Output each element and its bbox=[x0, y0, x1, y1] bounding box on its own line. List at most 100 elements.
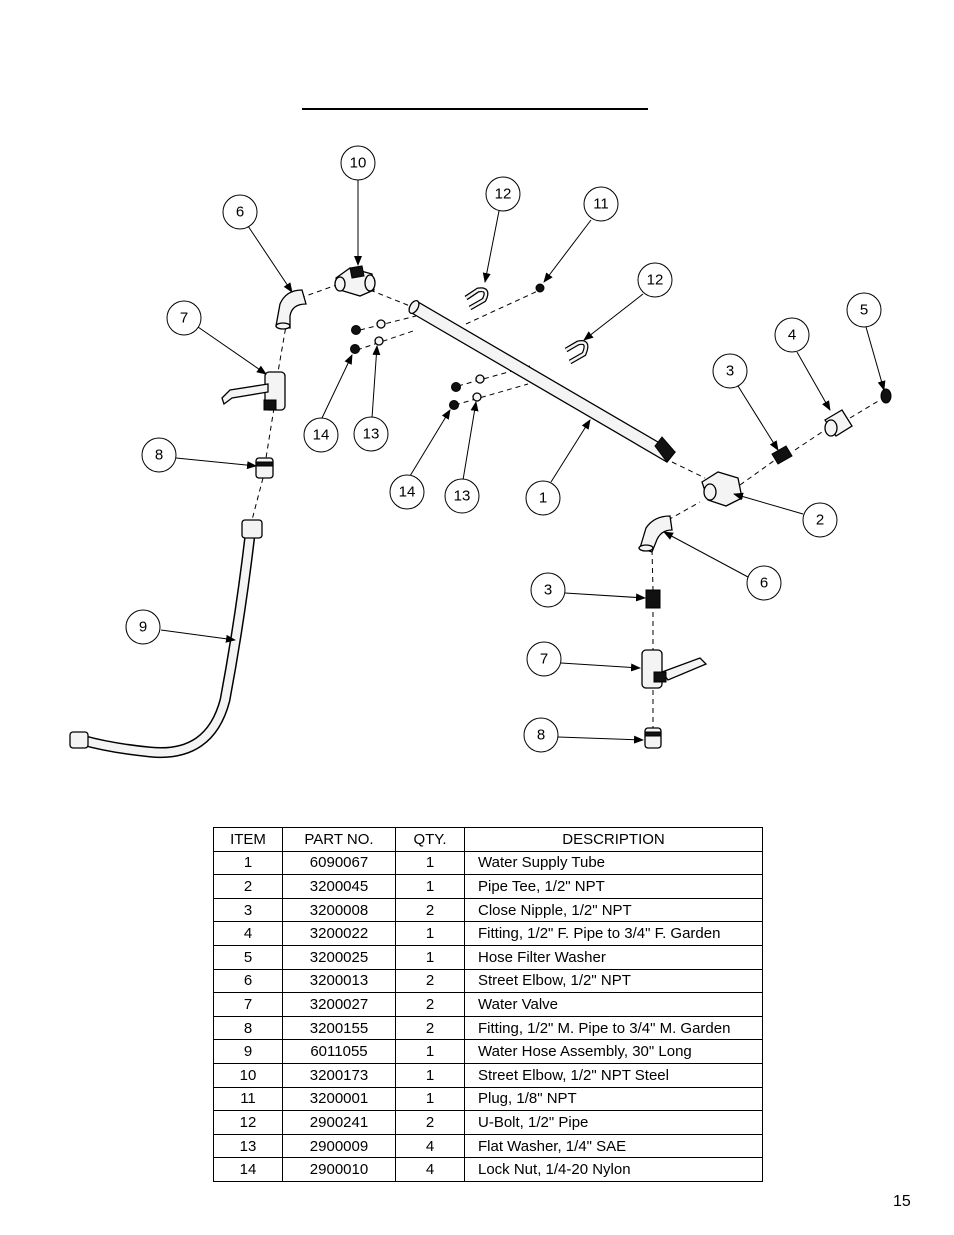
cell-description: Fitting, 1/2" F. Pipe to 3/4" F. Garden bbox=[464, 921, 763, 946]
close-nipple-lower-part bbox=[645, 589, 661, 609]
garden-fitting-lower-part bbox=[644, 727, 662, 749]
cell-part-no: 6011055 bbox=[282, 1039, 396, 1064]
u-bolt-parts bbox=[464, 287, 589, 365]
callout-7-lower: 7 bbox=[526, 641, 562, 677]
cell-item: 4 bbox=[213, 921, 283, 946]
cell-qty: 2 bbox=[395, 1110, 465, 1135]
callout-2: 2 bbox=[802, 502, 838, 538]
callout-3-lower-label: 3 bbox=[544, 582, 552, 599]
callout-8-top-label: 8 bbox=[155, 447, 163, 464]
callout-5: 5 bbox=[846, 292, 882, 328]
callout-7-top-label: 7 bbox=[180, 310, 188, 327]
cell-part-no: 3200045 bbox=[282, 874, 396, 899]
cell-part-no: 3200001 bbox=[282, 1086, 396, 1112]
cell-item: 14 bbox=[213, 1157, 283, 1182]
cell-qty: 1 bbox=[395, 921, 465, 946]
cell-item: 10 bbox=[213, 1062, 283, 1088]
callout-14-top-label: 14 bbox=[313, 427, 330, 444]
page-number: 15 bbox=[893, 1193, 911, 1210]
cell-description: Street Elbow, 1/2" NPT bbox=[464, 968, 763, 994]
cell-description: Close Nipple, 1/2" NPT bbox=[464, 897, 763, 923]
cell-qty: 1 bbox=[395, 1086, 465, 1112]
cell-description: U-Bolt, 1/2" Pipe bbox=[464, 1110, 763, 1135]
garden-fitting-top-part bbox=[255, 457, 274, 479]
cell-qty: 1 bbox=[395, 944, 465, 970]
callout-11-label: 11 bbox=[593, 196, 609, 213]
header-item: ITEM bbox=[213, 827, 283, 852]
cell-item: 6 bbox=[213, 968, 283, 994]
cell-description: Lock Nut, 1/4-20 Nylon bbox=[464, 1157, 763, 1182]
callout-14-top: 14 bbox=[303, 417, 339, 453]
header-qty: QTY. bbox=[395, 827, 465, 852]
callout-4-label: 4 bbox=[788, 327, 796, 344]
cell-part-no: 3200027 bbox=[282, 992, 396, 1017]
callout-6-top: 6 bbox=[222, 194, 258, 230]
callout-12-right-label: 12 bbox=[647, 272, 664, 289]
table-header-row: ITEM PART NO. QTY. DESCRIPTION bbox=[213, 827, 763, 852]
cell-qty: 2 bbox=[395, 992, 465, 1017]
cell-description: Flat Washer, 1/4" SAE bbox=[464, 1133, 763, 1159]
exploded-parts-diagram: 10 6 12 11 12 5 7 4 3 14 13 8 14 13 1 2 … bbox=[69, 145, 892, 759]
cell-qty: 4 bbox=[395, 1157, 465, 1182]
cell-qty: 1 bbox=[395, 874, 465, 899]
cell-part-no: 3200173 bbox=[282, 1062, 396, 1088]
callout-13-top-label: 13 bbox=[363, 426, 380, 443]
callout-1-label: 1 bbox=[539, 490, 547, 507]
pipe-tee-part bbox=[701, 471, 743, 507]
street-elbow-right-part bbox=[638, 515, 673, 553]
callout-5-label: 5 bbox=[860, 302, 868, 319]
cell-qty: 1 bbox=[395, 850, 465, 876]
callout-7-lower-label: 7 bbox=[540, 651, 548, 668]
callout-1: 1 bbox=[525, 480, 561, 516]
cell-item: 9 bbox=[213, 1039, 283, 1064]
street-elbow-top-part bbox=[275, 289, 307, 330]
cell-qty: 4 bbox=[395, 1133, 465, 1159]
callout-4: 4 bbox=[774, 317, 810, 353]
cell-item: 3 bbox=[213, 897, 283, 923]
cell-qty: 2 bbox=[395, 968, 465, 994]
callout-6-right: 6 bbox=[746, 565, 782, 601]
callout-13-lower-label: 13 bbox=[454, 488, 471, 505]
washers-and-nuts bbox=[350, 319, 485, 410]
water-hose-part bbox=[69, 519, 263, 759]
cell-part-no: 3200025 bbox=[282, 944, 396, 970]
cell-description: Hose Filter Washer bbox=[464, 944, 763, 970]
cell-item: 13 bbox=[213, 1133, 283, 1159]
cell-qty: 2 bbox=[395, 1015, 465, 1041]
cell-item: 5 bbox=[213, 944, 283, 970]
callout-12-top-label: 12 bbox=[495, 186, 512, 203]
cell-qty: 1 bbox=[395, 1039, 465, 1064]
cell-part-no: 3200022 bbox=[282, 921, 396, 946]
cell-part-no: 6090067 bbox=[282, 850, 396, 876]
title-underline bbox=[302, 108, 648, 110]
cell-description: Pipe Tee, 1/2" NPT bbox=[464, 874, 763, 899]
callout-10: 10 bbox=[340, 145, 376, 181]
callout-14-lower: 14 bbox=[389, 474, 425, 510]
callout-6-top-label: 6 bbox=[236, 204, 244, 221]
cell-description: Water Valve bbox=[464, 992, 763, 1017]
callout-6-right-label: 6 bbox=[760, 575, 768, 592]
cell-part-no: 2900009 bbox=[282, 1133, 396, 1159]
cell-item: 7 bbox=[213, 992, 283, 1017]
cell-part-no: 3200008 bbox=[282, 897, 396, 923]
cell-description: Plug, 1/8" NPT bbox=[464, 1086, 763, 1112]
callout-12-right: 12 bbox=[637, 262, 673, 298]
cell-description: Street Elbow, 1/2" NPT Steel bbox=[464, 1062, 763, 1088]
cell-part-no: 2900241 bbox=[282, 1110, 396, 1135]
street-elbow-steel-part bbox=[334, 265, 376, 297]
close-nipple-right-part bbox=[771, 445, 793, 465]
callout-3-right: 3 bbox=[712, 353, 748, 389]
